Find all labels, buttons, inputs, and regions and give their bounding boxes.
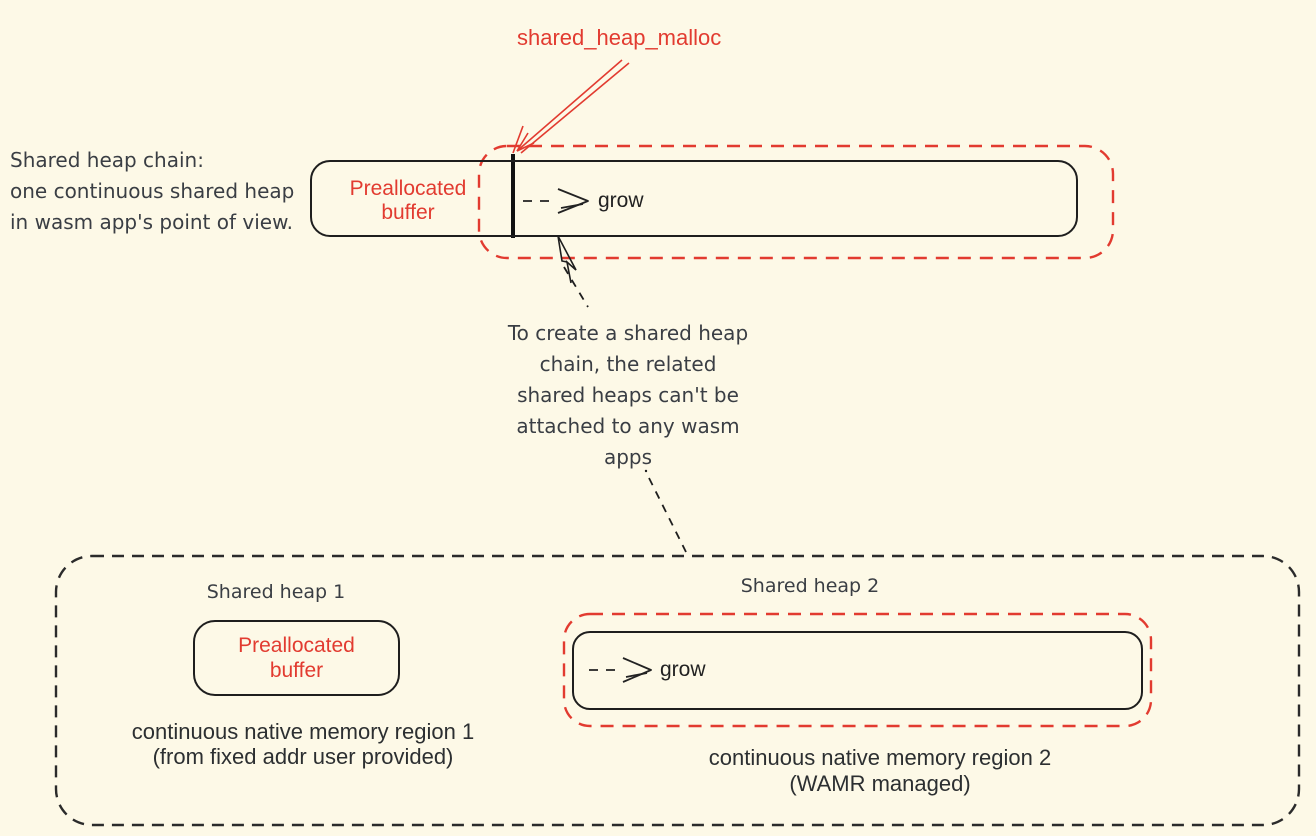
- cursor-arrow-icon: [557, 235, 577, 284]
- chain-note-line: in wasm app's point of view.: [10, 210, 293, 234]
- heap1-prealloc-label: Preallocated buffer: [238, 633, 355, 683]
- chain-grow-label: grow: [598, 189, 644, 212]
- heap1-caption-line1: continuous native memory region 1: [131, 719, 475, 744]
- chain-prealloc-line2: buffer: [381, 201, 435, 224]
- chain-note: Shared heap chain: one continuous shared…: [10, 145, 294, 238]
- heap1-caption: continuous native memory region 1 (from …: [103, 719, 503, 769]
- malloc-arrow: [512, 59, 630, 154]
- constraint-note-line: apps: [603, 445, 653, 469]
- constraint-note: To create a shared heap chain, the relat…: [468, 318, 788, 473]
- heap1-prealloc-box: Preallocated buffer: [193, 620, 400, 696]
- heap2-box: [572, 631, 1143, 710]
- connector-note-to-group: [644, 469, 687, 553]
- heap-chain-box: [310, 160, 1078, 237]
- heap1-prealloc-line1: Preallocated: [238, 634, 355, 657]
- heap2-grow-label: grow: [660, 658, 706, 681]
- heap2-caption: continuous native memory region 2 (WAMR …: [680, 745, 1080, 797]
- constraint-note-line: To create a shared heap: [507, 321, 749, 345]
- constraint-note-line: attached to any wasm: [516, 414, 740, 438]
- heap2-caption-line1: continuous native memory region 2: [708, 745, 1052, 770]
- chain-prealloc-line1: Preallocated: [349, 177, 467, 200]
- chain-note-line: one continuous shared heap: [10, 179, 295, 203]
- connector-joint-to-note: [563, 266, 589, 308]
- heap1-prealloc-line2: buffer: [269, 659, 324, 682]
- chain-prealloc-label: Preallocated buffer: [318, 177, 498, 225]
- chain-note-line: Shared heap chain:: [10, 148, 204, 172]
- heap2-caption-line2: (WAMR managed): [789, 771, 971, 796]
- constraint-note-line: shared heaps can't be: [517, 383, 739, 407]
- malloc-label: shared_heap_malloc: [517, 25, 722, 50]
- constraint-note-line: chain, the related: [539, 352, 717, 376]
- heap1-caption-line2: (from fixed addr user provided): [152, 744, 454, 769]
- heap2-title: Shared heap 2: [740, 575, 880, 597]
- heap1-title: Shared heap 1: [206, 581, 346, 603]
